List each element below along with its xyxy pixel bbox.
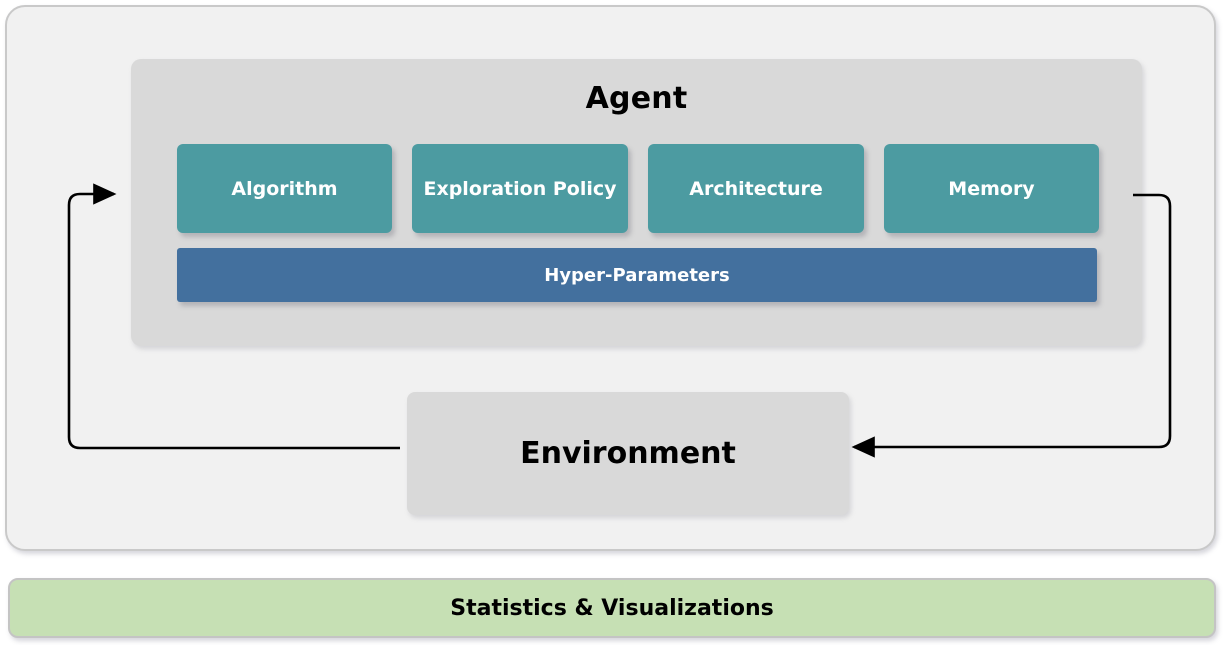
agent-component-row: Algorithm Exploration Policy Architectur…: [177, 144, 1099, 233]
agent-title: Agent: [585, 81, 688, 116]
statistics-visualizations-bar[interactable]: Statistics & Visualizations: [8, 578, 1216, 638]
agent-component-memory[interactable]: Memory: [884, 144, 1099, 233]
system-panel: Agent Algorithm Exploration Policy Archi…: [5, 5, 1216, 551]
agent-panel[interactable]: Agent Algorithm Exploration Policy Archi…: [131, 59, 1142, 346]
agent-component-algorithm[interactable]: Algorithm: [177, 144, 392, 233]
agent-component-exploration-policy[interactable]: Exploration Policy: [412, 144, 628, 233]
hyper-parameters-bar[interactable]: Hyper-Parameters: [177, 248, 1097, 302]
agent-component-architecture[interactable]: Architecture: [648, 144, 864, 233]
environment-box[interactable]: Environment: [407, 392, 849, 515]
